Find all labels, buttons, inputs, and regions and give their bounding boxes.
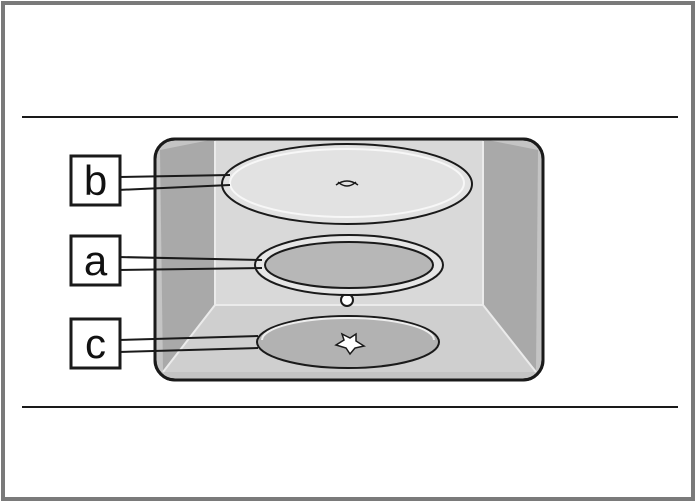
turntable-plate [221,143,473,225]
callout-c-box [69,317,122,370]
cavity-right-wall [483,139,538,372]
callout-leaders [117,174,263,353]
callout-b-box [69,154,122,207]
callout-a: a [69,234,122,287]
cavity-outline [153,137,545,382]
callout-c-label: c [85,320,106,367]
leader-c-1 [117,335,259,341]
leader-c-2 [117,347,259,353]
callout-b-label: b [84,157,107,204]
leader-b-2 [117,184,231,191]
ring-inner [264,241,434,289]
floor-right-edge [482,304,537,373]
drive-coupler [256,315,440,369]
callout-a-label: a [84,237,108,284]
roller-ring [254,234,444,296]
plate-inner-rim [229,148,465,218]
coupler-star-icon [334,332,366,356]
plate-hub-icon [335,180,359,187]
callout-a-box [69,234,122,287]
cavity-left-wall [160,139,215,372]
leader-a-1 [117,256,263,261]
callout-b: b [69,154,122,207]
callout-c: c [69,317,122,370]
leader-b-1 [117,174,231,178]
leader-a-2 [117,267,263,271]
plate-rim [221,143,473,225]
coupler-top-highlight [261,317,435,341]
